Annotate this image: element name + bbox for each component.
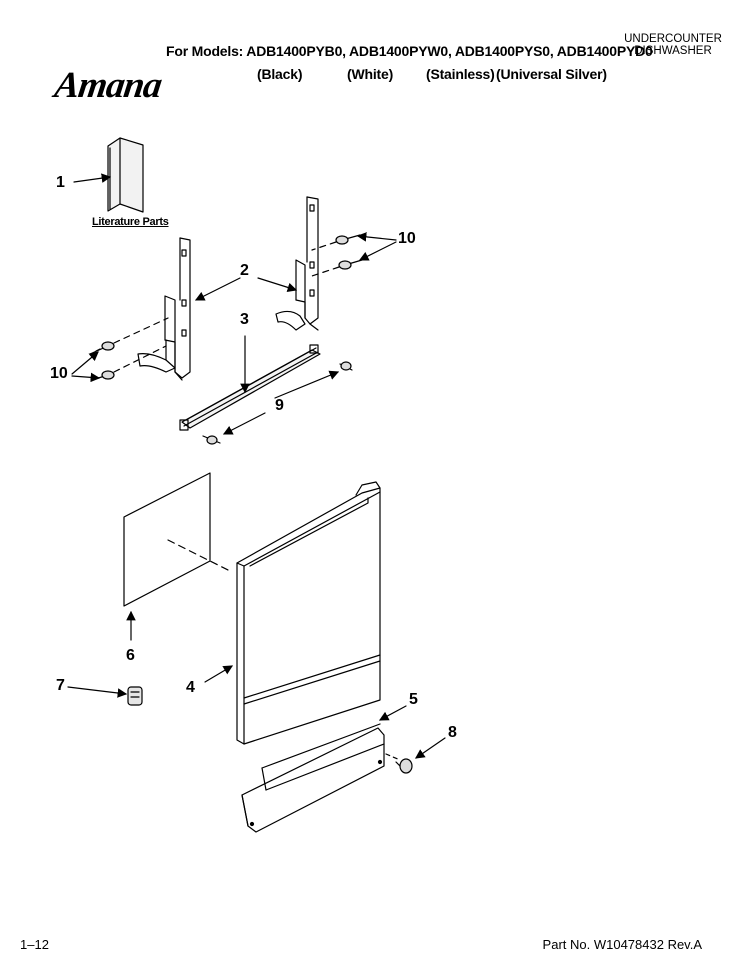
callout-10-right: 10 <box>398 230 416 247</box>
door-panel <box>236 481 381 745</box>
callout-9: 9 <box>275 397 284 414</box>
category-line-1: UNDERCOUNTER <box>624 33 722 45</box>
page-number: 1–12 <box>20 937 49 952</box>
callout-5: 5 <box>409 691 418 708</box>
callout-3: 3 <box>240 311 249 328</box>
callout-2: 2 <box>240 262 249 279</box>
door-rail <box>179 344 321 431</box>
rail-screw-right <box>339 361 353 371</box>
screw-8-alignment <box>385 753 401 761</box>
callout-6: 6 <box>126 647 135 664</box>
leader-lines <box>67 173 446 759</box>
screw-alignment-lines <box>113 241 340 373</box>
variant-black: (Black) <box>257 66 303 82</box>
screw-right-lower <box>338 259 363 270</box>
panel-alignment-line <box>167 539 233 573</box>
callout-10-left: 10 <box>50 365 68 382</box>
variant-white: (White) <box>347 66 394 82</box>
callout-4: 4 <box>186 679 195 696</box>
kick-plate <box>241 723 385 833</box>
literature-booklet <box>107 137 144 213</box>
literature-parts-label: Literature Parts <box>92 216 169 228</box>
callout-8: 8 <box>448 724 457 741</box>
variant-stainless: (Stainless) <box>426 66 495 82</box>
part-number: Part No. W10478432 Rev.A <box>542 937 702 952</box>
insulation-panel <box>123 472 211 607</box>
callout-7: 7 <box>56 677 65 694</box>
door-clip <box>127 686 143 706</box>
variant-universal-silver: (Universal Silver) <box>496 66 607 82</box>
category-line-2: DISHWASHER <box>634 45 712 57</box>
screw-left-upper <box>89 341 115 355</box>
screw-right-upper <box>335 234 361 245</box>
callout-1: 1 <box>56 174 65 191</box>
right-mounting-bracket <box>275 196 319 331</box>
rail-screw-left <box>202 435 221 445</box>
models-title: For Models: ADB1400PYB0, ADB1400PYW0, AD… <box>166 43 653 59</box>
screw-left-lower <box>91 370 115 381</box>
left-mounting-bracket <box>137 237 191 381</box>
category-label: UNDERCOUNTER DISHWASHER <box>618 33 728 57</box>
kick-plate-screw <box>395 758 413 774</box>
